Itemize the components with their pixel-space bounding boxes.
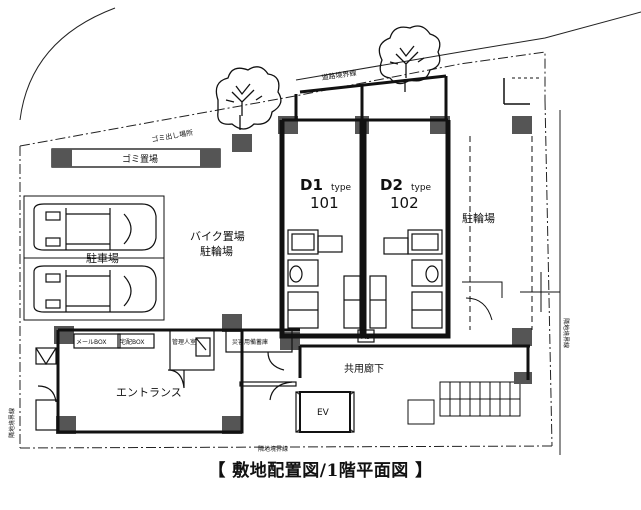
ev-label: EV bbox=[317, 408, 330, 418]
mailbox-label: メールBOX bbox=[76, 339, 106, 346]
bike-area-label: バイク置場 駐輪場 bbox=[190, 230, 248, 258]
parking-label: 駐車場 bbox=[86, 251, 119, 265]
unit-d1-fixtures bbox=[287, 229, 361, 329]
road-edge bbox=[19, 7, 641, 455]
delivery-box-label: 宅配BOX bbox=[120, 338, 144, 346]
unit-d1-number: 101 bbox=[310, 194, 339, 212]
disaster-storage-label: 災害用備蓄庫 bbox=[232, 338, 268, 346]
boundary-top-label: 道路境界線 bbox=[321, 68, 357, 82]
manager-room-label: 管理人室 bbox=[172, 338, 196, 346]
staircase bbox=[407, 374, 521, 425]
car-icon bbox=[33, 265, 157, 313]
garbage-area-label: ゴミ置場 bbox=[122, 153, 158, 165]
car-icon bbox=[33, 203, 157, 251]
drawing-caption: 【 敷地配置図/1階平面図 】 bbox=[208, 461, 433, 481]
site-boundary bbox=[19, 51, 553, 449]
bicycle-parking-label: 駐輪場 bbox=[462, 211, 495, 225]
unit-d2-number: 102 bbox=[390, 194, 419, 212]
unit-d2-fixtures bbox=[369, 229, 443, 329]
floor-plan: 道路境界線 ゴミ出し場所 ゴミ置場 駐車場 バイク置場 駐輪場 D1 type … bbox=[8, 7, 641, 455]
bicycle-area bbox=[462, 136, 560, 330]
boundary-right-label: 隣地境界線 bbox=[562, 318, 570, 348]
unit-d2-type: D2 type bbox=[380, 175, 432, 194]
boundary-bottom-label: 隣地境界線 bbox=[258, 445, 288, 453]
tree-left bbox=[215, 66, 282, 130]
entrance-label: エントランス bbox=[116, 386, 182, 399]
boundary-left-label: 隣地境界線 bbox=[8, 408, 16, 438]
ms-label: MS bbox=[361, 334, 370, 341]
unit-walls bbox=[279, 118, 451, 339]
ev-shaft bbox=[299, 391, 351, 433]
corridor-label: 共用廊下 bbox=[344, 362, 384, 375]
garbage-spot-label: ゴミ出し場所 bbox=[151, 128, 194, 144]
unit-d1-type: D1 type bbox=[300, 175, 352, 194]
